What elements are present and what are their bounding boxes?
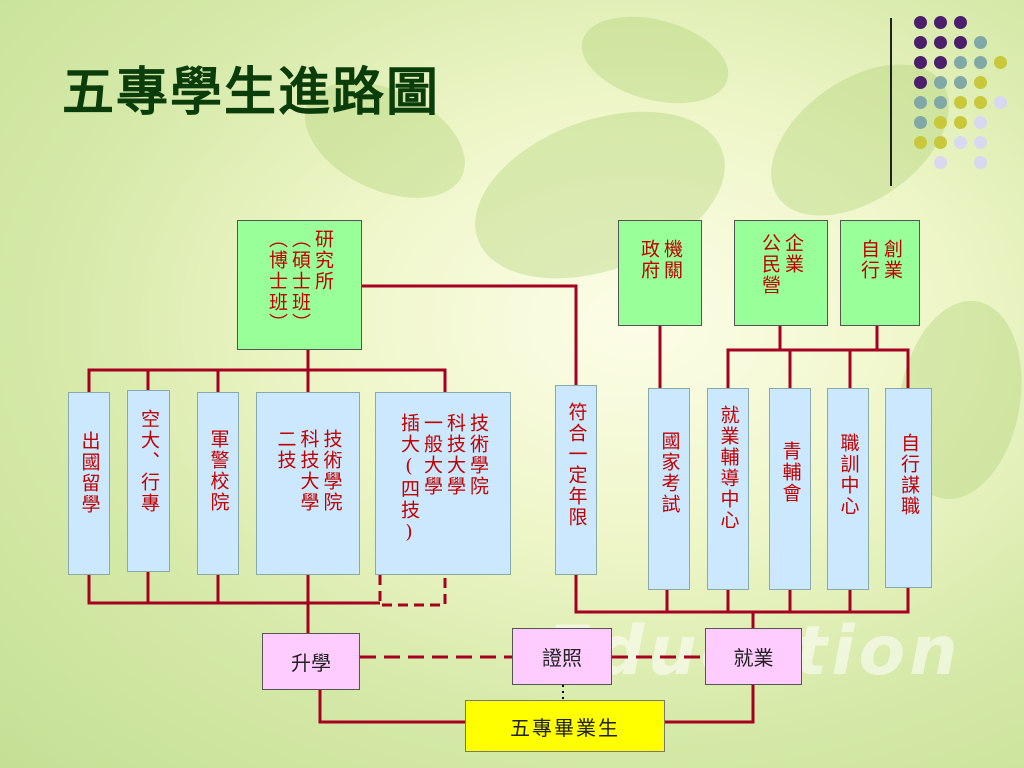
connector-options-to-study xyxy=(87,575,380,605)
decorative-divider xyxy=(890,18,892,186)
self-business-col-1: 創業 xyxy=(881,239,903,281)
transfer-university-box: 技術學院 科技大學 一般大學 插大(四技) xyxy=(375,392,511,575)
transfer-university-col-3: 一般大學 xyxy=(421,413,443,497)
two-year-tech-col-2: 科技大學 xyxy=(297,429,320,513)
study-abroad-box: 出國留學 xyxy=(68,392,110,575)
graduate-school-col-2: （碩士班） xyxy=(289,229,311,334)
youth-council-col-1: 青輔會 xyxy=(779,441,802,504)
military-police-box: 軍警校院 xyxy=(197,392,239,575)
enterprise-box: 企業 公民營 xyxy=(734,220,828,326)
transfer-university-col-1: 技術學院 xyxy=(467,413,489,497)
self-job-search-col-1: 自行謀職 xyxy=(898,433,920,517)
government-col-1: 機關 xyxy=(661,239,683,281)
open-university-box: 空大、行專 xyxy=(127,390,170,572)
connector-employment-to-graduate xyxy=(665,685,755,724)
two-year-tech-col-3: 二技 xyxy=(274,429,297,471)
training-center-col-1: 職訓中心 xyxy=(837,433,860,517)
government-box: 機關 政府 xyxy=(618,220,702,326)
license-box: 證照 xyxy=(512,628,612,685)
employment-center-col-1: 就業輔導中心 xyxy=(717,405,740,531)
enterprise-col-1: 企業 xyxy=(782,233,804,275)
required-years-box: 符合一定年限 xyxy=(555,385,597,575)
training-center-box: 職訓中心 xyxy=(827,388,869,590)
two-year-tech-col-1: 技術學院 xyxy=(320,429,343,513)
further-study-box: 升學 xyxy=(262,633,360,690)
connector-transfer-dashed xyxy=(378,575,447,607)
two-year-tech-box: 技術學院 科技大學 二技 xyxy=(256,392,360,575)
employment-box: 就業 xyxy=(705,628,802,685)
graduate-school-box: 研究所 （碩士班） （博士班） xyxy=(237,220,362,350)
graduate-start-box: 五專畢業生 xyxy=(465,700,665,752)
graduate-school-col-3: （博士班） xyxy=(266,229,288,334)
enterprise-col-2: 公民營 xyxy=(759,233,781,296)
transfer-university-col-4: 插大(四技) xyxy=(398,413,420,545)
page-title: 五專學生進路圖 xyxy=(62,63,441,123)
youth-council-box: 青輔會 xyxy=(769,388,811,590)
required-years-col-1: 符合一定年限 xyxy=(565,402,588,528)
self-job-search-box: 自行謀職 xyxy=(885,388,932,588)
military-police-col-1: 軍警校院 xyxy=(207,429,230,513)
connector-study-to-graduate xyxy=(318,690,465,724)
connector-employers-to-options xyxy=(726,348,910,388)
self-business-col-2: 自行 xyxy=(858,239,880,281)
national-exam-box: 國家考試 xyxy=(648,388,690,590)
open-university-col-1: 空大、行專 xyxy=(138,409,160,514)
graduate-school-col-1: 研究所 xyxy=(312,229,334,292)
transfer-university-col-2: 科技大學 xyxy=(444,413,466,497)
employment-center-box: 就業輔導中心 xyxy=(707,388,749,590)
national-exam-col-1: 國家考試 xyxy=(658,431,681,515)
connector-graduate-to-options xyxy=(87,368,447,392)
connector-graduate-to-years xyxy=(362,284,578,385)
connector-years-to-license xyxy=(574,575,910,614)
government-col-2: 政府 xyxy=(638,239,660,281)
study-abroad-col-1: 出國留學 xyxy=(78,431,101,515)
self-business-box: 創業 自行 xyxy=(840,220,920,326)
